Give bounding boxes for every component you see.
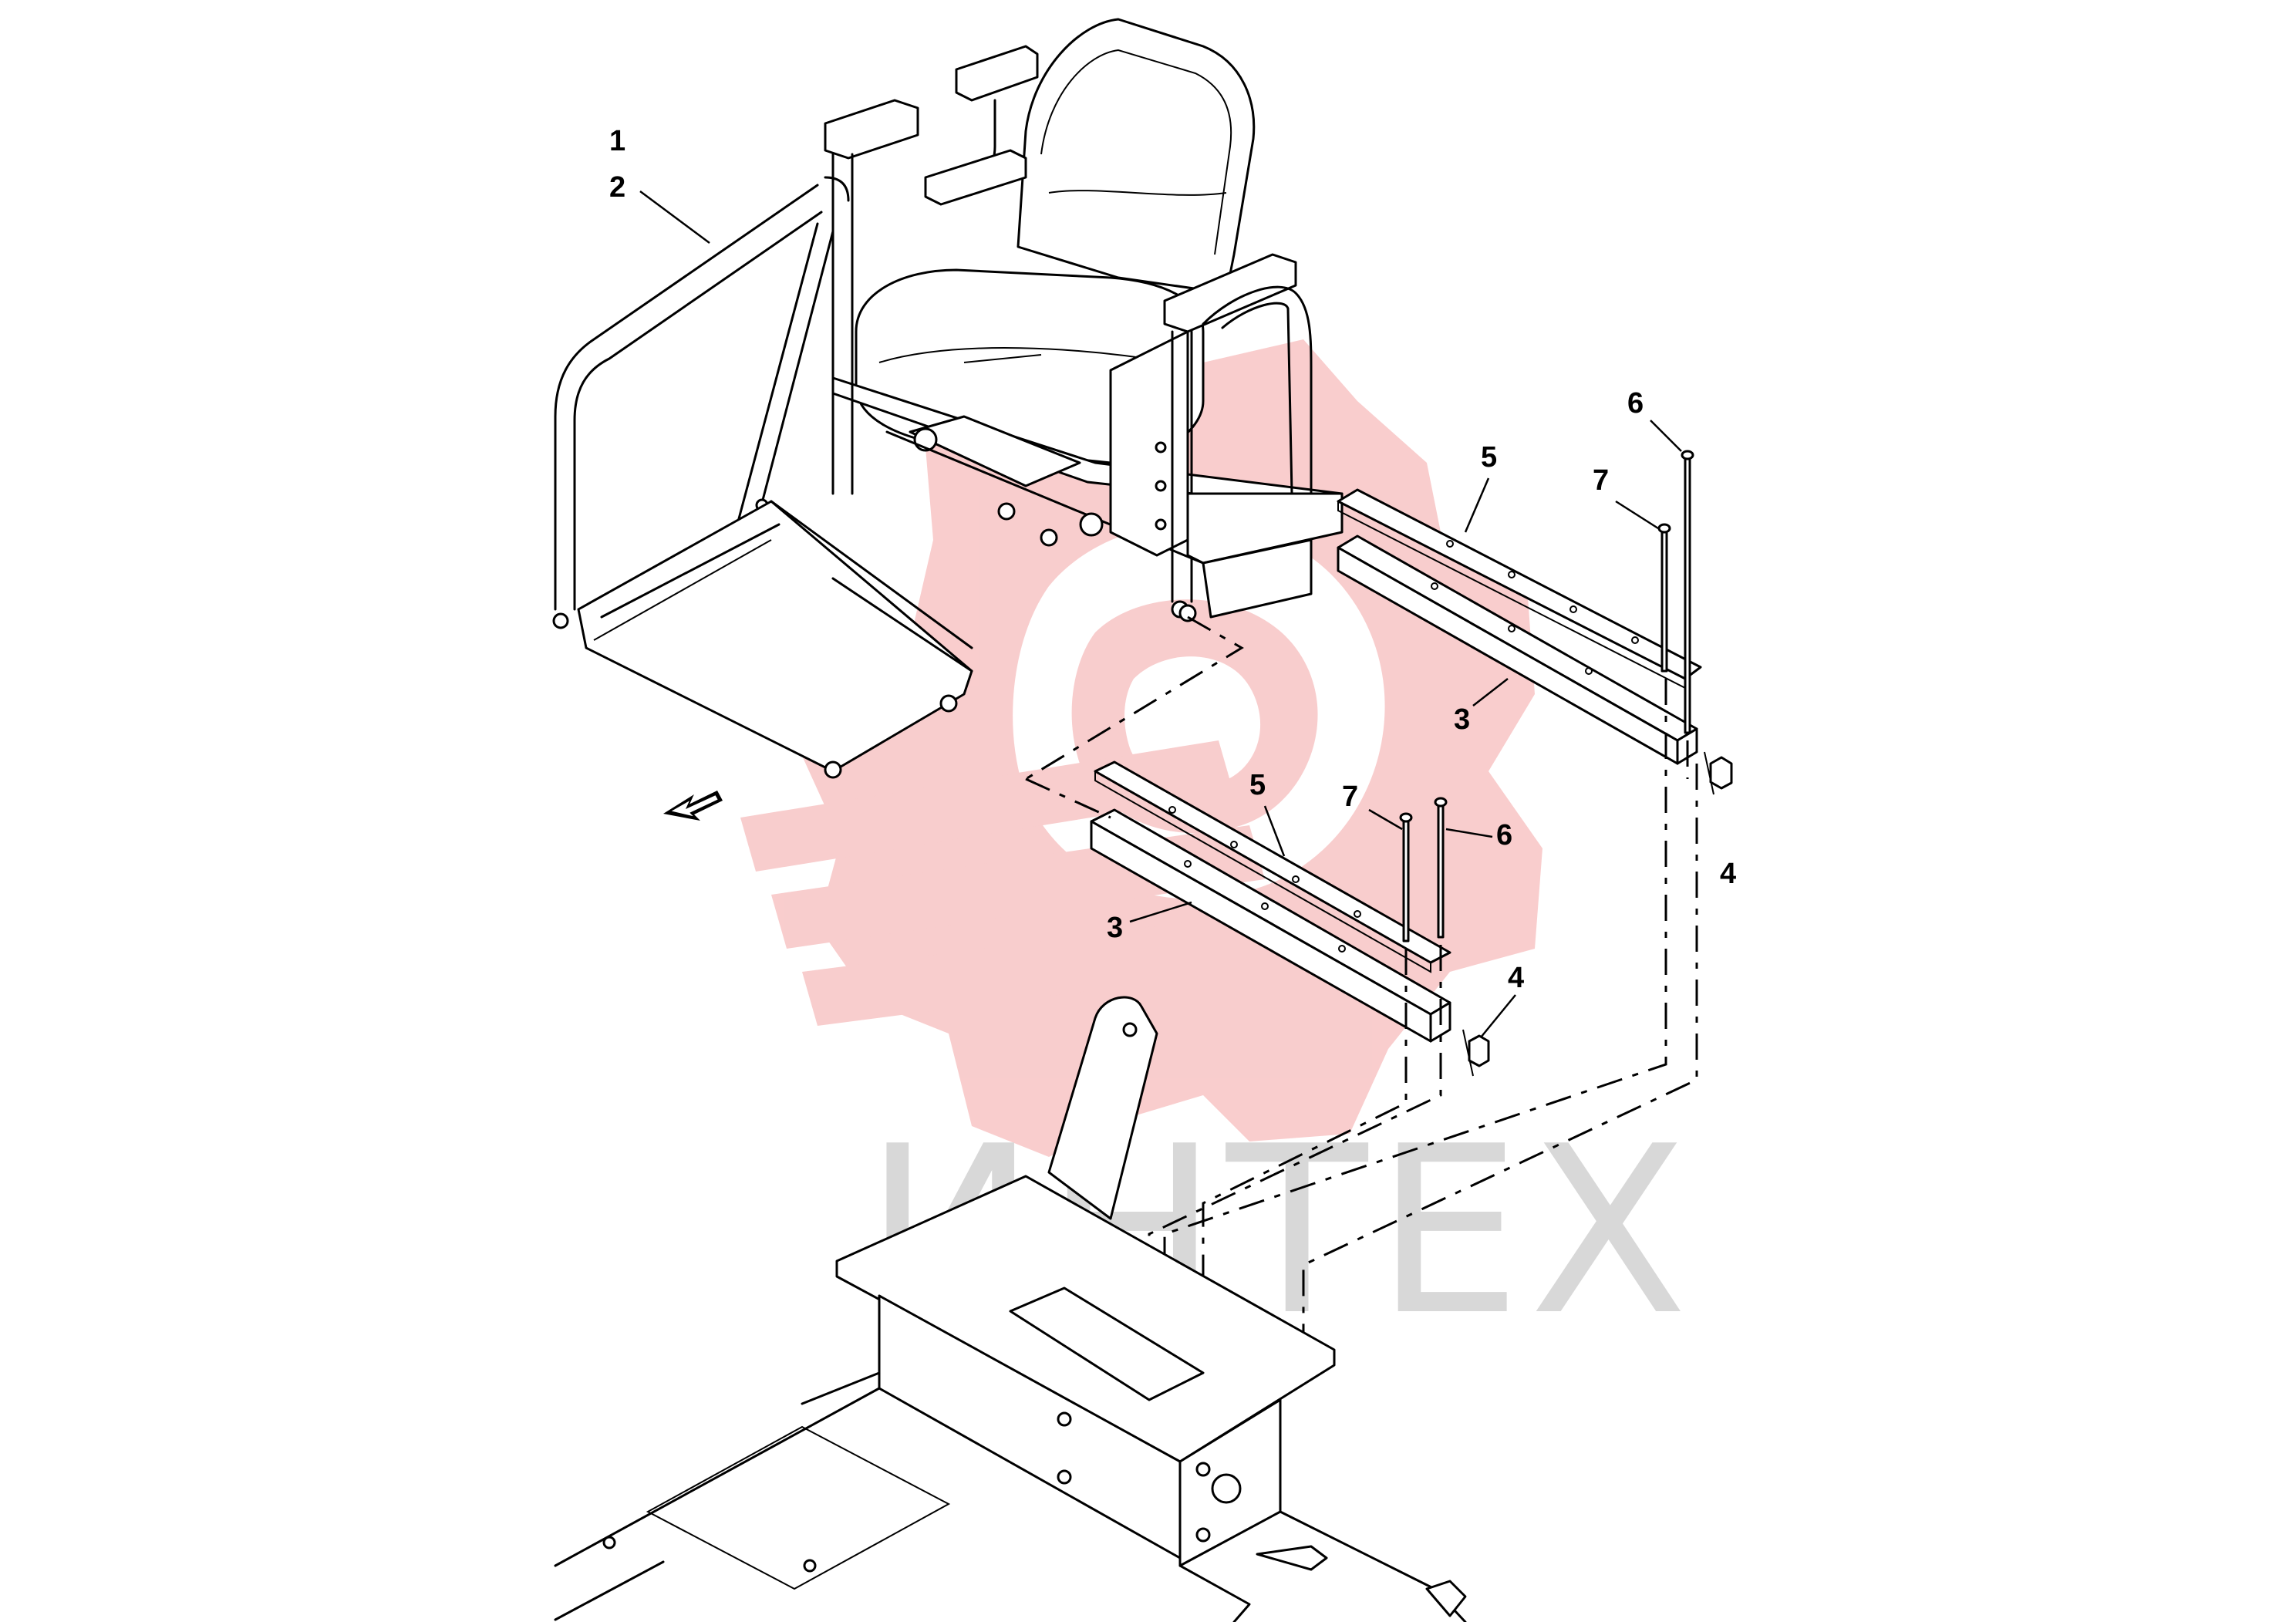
- callout-7-lower: 7: [1342, 781, 1358, 813]
- callout-2: 2: [609, 171, 625, 204]
- callout-4-upper: 4: [1720, 858, 1736, 890]
- callout-6-lower: 6: [1496, 819, 1512, 851]
- callout-7-upper: 7: [1593, 464, 1609, 497]
- front-direction-arrow-icon: [663, 791, 723, 821]
- callout-1: 1: [609, 125, 625, 157]
- callout-3-upper: 3: [1454, 703, 1470, 736]
- callouts: 1 2 5 6 7 3 4 5 7 6 3 4: [609, 125, 1736, 1038]
- callout-6-upper: 6: [1627, 387, 1644, 420]
- callout-5-lower: 5: [1249, 769, 1266, 801]
- upper-rail-set: [1337, 450, 1733, 795]
- callout-3-lower: 3: [1107, 912, 1123, 944]
- callout-4-lower: 4: [1508, 962, 1524, 994]
- lower-rail-set: [1090, 760, 1490, 1077]
- operator-seat: [552, 18, 1344, 779]
- callout-5-upper: 5: [1481, 441, 1497, 474]
- base-console: [554, 996, 1467, 1622]
